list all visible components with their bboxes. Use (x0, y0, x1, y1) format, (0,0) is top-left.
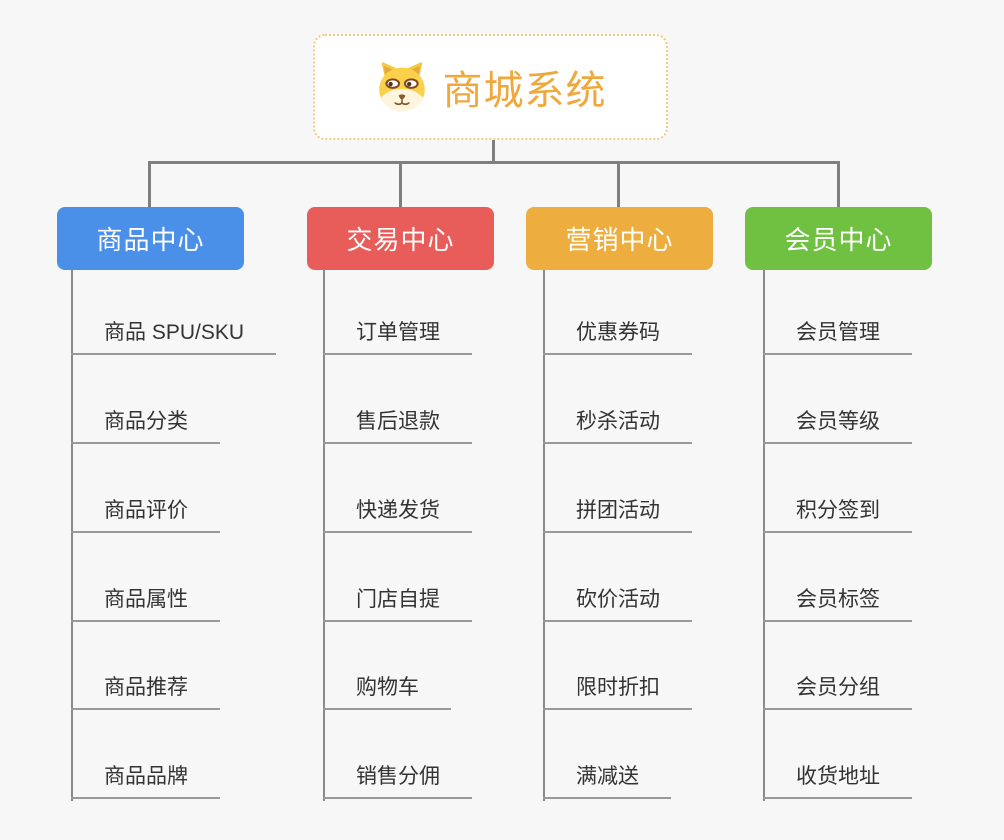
branch-node-3[interactable]: 营销中心 (526, 207, 713, 270)
leaf-node[interactable]: 限时折扣 (543, 672, 692, 710)
leaf-label: 会员等级 (796, 410, 880, 433)
leaf-node[interactable]: 会员管理 (763, 317, 912, 355)
leaf-node[interactable]: 商品品牌 (71, 761, 220, 799)
leaf-label: 商品 SPU/SKU (104, 321, 245, 344)
branch-horizontal-line (148, 161, 840, 164)
branch-node-2[interactable]: 交易中心 (307, 207, 494, 270)
branch-drop-line-3 (617, 161, 620, 208)
leaf-node[interactable]: 收货地址 (763, 761, 912, 799)
leaf-node[interactable]: 商品推荐 (71, 672, 220, 710)
leaf-node[interactable]: 砍价活动 (543, 584, 692, 622)
branch-drop-line-4 (837, 161, 840, 208)
leaf-label: 满减送 (576, 765, 639, 788)
leaf-label: 会员分组 (796, 676, 880, 699)
leaf-label: 商品品牌 (104, 765, 188, 788)
branch-stem-line (323, 270, 325, 801)
branch-label: 会员中心 (784, 225, 893, 255)
leaf-node[interactable]: 秒杀活动 (543, 406, 692, 444)
leaf-node[interactable]: 商品属性 (71, 584, 220, 622)
leaf-node[interactable]: 商品 SPU/SKU (71, 317, 277, 355)
root-node[interactable]: 商城系统 (313, 34, 668, 140)
branch-label: 商品中心 (96, 225, 205, 255)
branch-stem-line (71, 270, 73, 801)
leaf-node[interactable]: 订单管理 (323, 317, 472, 355)
leaf-label: 商品推荐 (104, 676, 188, 699)
leaf-node[interactable]: 会员标签 (763, 584, 912, 622)
branch-node-1[interactable]: 商品中心 (57, 207, 244, 270)
leaf-node[interactable]: 拼团活动 (543, 495, 692, 533)
branch-label: 营销中心 (565, 225, 674, 255)
branch-drop-line-1 (148, 161, 151, 208)
leaf-label: 商品评价 (104, 499, 188, 522)
leaf-label: 销售分佣 (356, 765, 440, 788)
leaf-label: 快递发货 (356, 499, 440, 522)
root-title: 商城系统 (442, 69, 607, 113)
leaf-node[interactable]: 商品评价 (71, 495, 220, 533)
leaf-label: 购物车 (356, 676, 419, 699)
branch-stem-line (543, 270, 545, 801)
leaf-node[interactable]: 满减送 (543, 761, 671, 799)
leaf-node[interactable]: 快递发货 (323, 495, 472, 533)
leaf-label: 限时折扣 (576, 676, 660, 699)
leaf-label: 商品分类 (104, 410, 188, 433)
leaf-label: 售后退款 (356, 410, 440, 433)
dog-icon (378, 62, 425, 112)
leaf-node[interactable]: 会员等级 (763, 406, 912, 444)
branch-stem-line (763, 270, 765, 801)
leaf-label: 收货地址 (796, 765, 880, 788)
leaf-node[interactable]: 积分签到 (763, 495, 912, 533)
leaf-label: 砍价活动 (576, 588, 660, 611)
leaf-label: 订单管理 (356, 321, 440, 344)
leaf-label: 拼团活动 (576, 499, 660, 522)
leaf-label: 会员管理 (796, 321, 880, 344)
branch-node-4[interactable]: 会员中心 (745, 207, 932, 270)
leaf-node[interactable]: 售后退款 (323, 406, 472, 444)
leaf-label: 积分签到 (796, 499, 880, 522)
branch-drop-line-2 (399, 161, 402, 208)
leaf-label: 优惠券码 (576, 321, 660, 344)
leaf-node[interactable]: 销售分佣 (323, 761, 472, 799)
leaf-node[interactable]: 商品分类 (71, 406, 220, 444)
leaf-node[interactable]: 购物车 (323, 672, 451, 710)
leaf-node[interactable]: 优惠券码 (543, 317, 692, 355)
leaf-label: 商品属性 (104, 588, 188, 611)
leaf-node[interactable]: 会员分组 (763, 672, 912, 710)
branch-label: 交易中心 (346, 225, 455, 255)
leaf-label: 会员标签 (796, 588, 880, 611)
leaf-label: 门店自提 (356, 588, 440, 611)
root-stem-line (492, 140, 495, 163)
leaf-label: 秒杀活动 (576, 410, 660, 433)
leaf-node[interactable]: 门店自提 (323, 584, 472, 622)
